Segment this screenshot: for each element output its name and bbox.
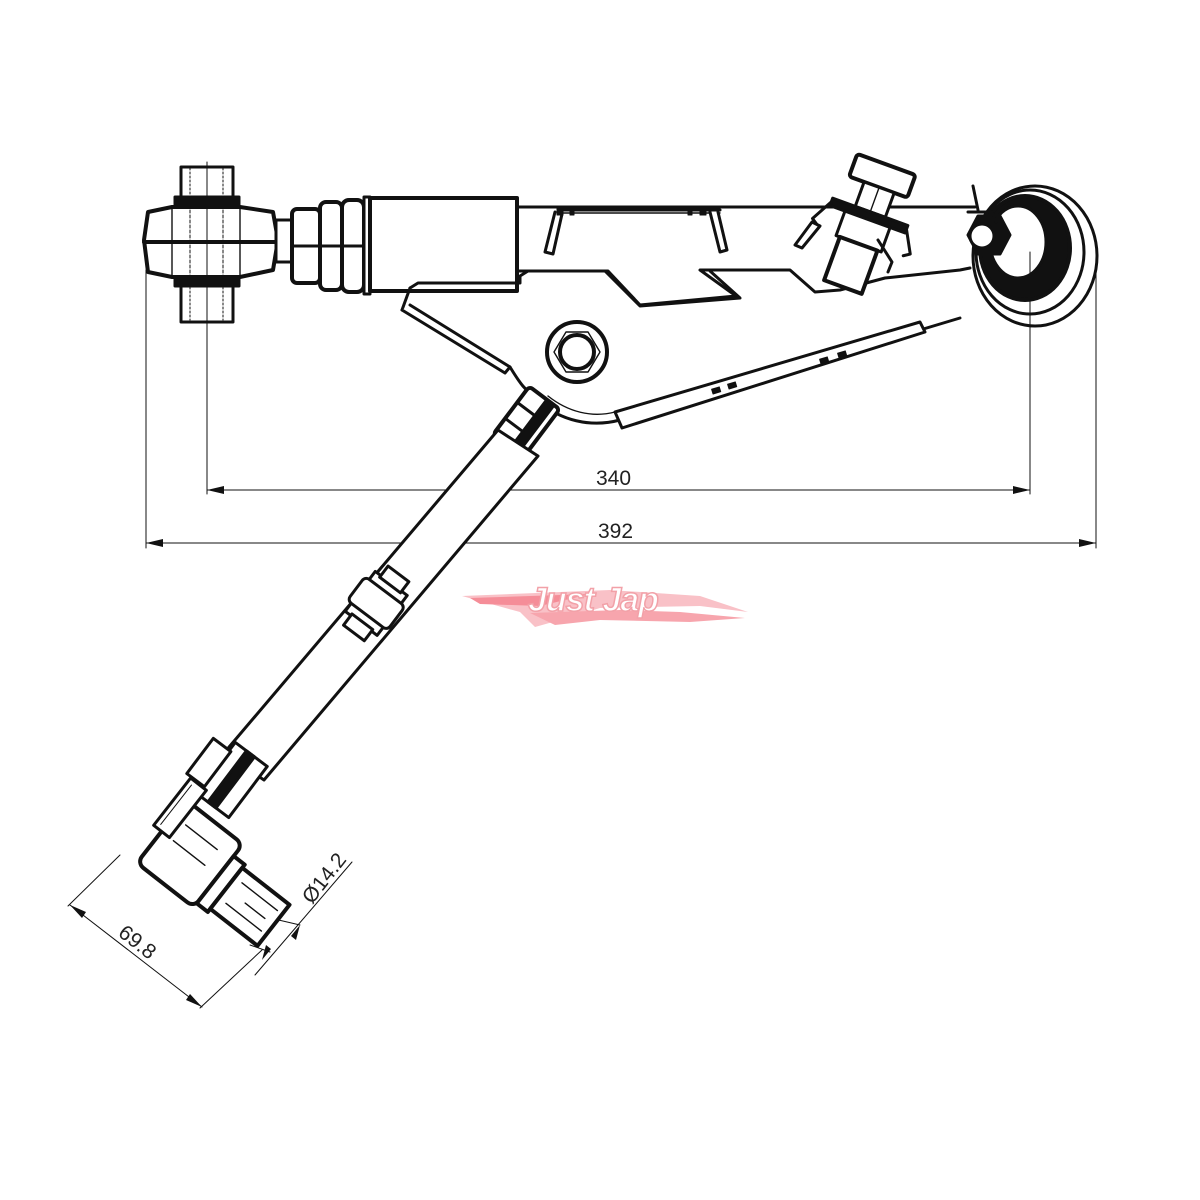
dimension-340-label: 340 xyxy=(596,467,631,490)
dimension-lines xyxy=(67,249,1097,1009)
dimension-69-8-label: 69.8 xyxy=(114,921,160,964)
pivot-bolt xyxy=(545,320,609,384)
adjuster-bolt xyxy=(793,152,917,296)
just-jap-watermark-logo: Just Jap xyxy=(462,580,748,627)
lower-bushing xyxy=(138,776,292,948)
dimension-diameter-14-2-label: Ø14.2 xyxy=(298,849,351,908)
dimension-392-label: 392 xyxy=(598,520,633,543)
lock-nut xyxy=(290,195,372,296)
upper-arm-body xyxy=(368,196,977,430)
left-rod-end xyxy=(142,161,294,327)
watermark-text: Just Jap xyxy=(528,581,658,619)
ball-joint xyxy=(966,184,1099,341)
tension-rod xyxy=(185,386,561,820)
